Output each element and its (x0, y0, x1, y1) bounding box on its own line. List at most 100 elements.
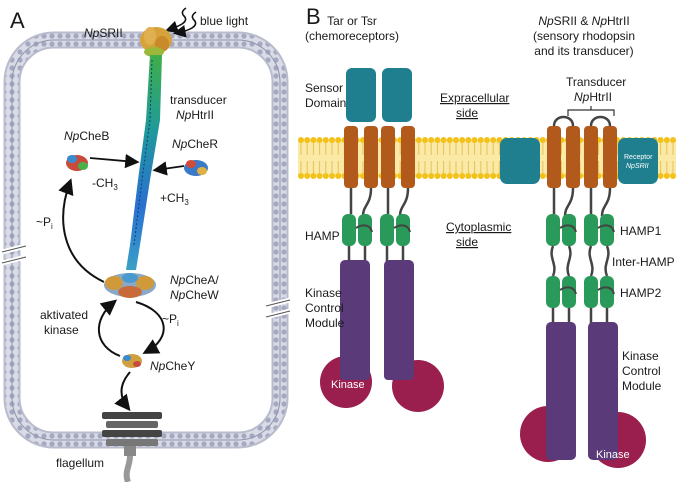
extracellular-label-line1: Expracellular (440, 91, 509, 105)
hamp-label: HAMP (305, 229, 340, 243)
lipid-head (539, 137, 546, 143)
chea-chew-complex-icon (104, 273, 156, 298)
minus-ch3-label: -CH3 (92, 176, 118, 192)
hamp2-domain (600, 276, 614, 308)
np-heading-line3: and its transducer) (534, 44, 633, 58)
pi-left-label: ~Pi (36, 215, 53, 231)
lipid-head (316, 173, 323, 179)
lipid-head (459, 173, 466, 179)
lipid-head (459, 137, 466, 143)
srii-receptor-icon (140, 27, 172, 57)
transducer-b-label: Transducer (566, 75, 626, 89)
kinase-control-module (546, 322, 576, 460)
hamp1-domain (600, 214, 614, 246)
transducer-label-line1: transducer (170, 93, 227, 107)
lipid-head (434, 173, 441, 179)
lipid-head (329, 137, 335, 143)
lipid-head (422, 173, 428, 179)
lipid-head (322, 173, 329, 179)
transducer-b-sublabel: NpHtrII (574, 90, 612, 104)
inter-hamp-label: Inter-HAMP (612, 255, 675, 269)
kinase-control-left-line2: Control (305, 301, 344, 315)
panel-a-letter: A (10, 8, 25, 33)
lipid-head (428, 137, 435, 143)
blue-light-wave-icon (164, 7, 197, 38)
hamp2-label: HAMP2 (620, 286, 662, 300)
cheb-arrow-icon (89, 153, 140, 169)
lipid-head (310, 173, 317, 179)
kinase-control-module (588, 322, 618, 460)
tm-helix (381, 126, 395, 188)
lipid-head (335, 137, 342, 143)
hamp2-domain (562, 276, 576, 308)
lipid-head (304, 137, 311, 143)
transducer-label-line2: NpHtrII (176, 108, 214, 122)
blue-light-label: blue light (200, 14, 249, 28)
tm-helix (566, 126, 580, 188)
sensor-domain-right (382, 68, 412, 122)
lipid-head (484, 173, 490, 179)
hamp1-domain (562, 214, 576, 246)
extracellular-label-line2: side (456, 106, 478, 120)
np-heading-line2: (sensory rhodopsin (533, 29, 635, 43)
panel-a: A blue light NpSRII (1, 7, 291, 482)
hamp1-domain (584, 214, 598, 246)
lipid-head (316, 137, 323, 143)
hamp-domain (380, 214, 394, 246)
lipid-head (490, 173, 497, 179)
lipid-head (477, 137, 484, 143)
flagellar-motor-icon (102, 412, 162, 482)
lipid-head (465, 173, 472, 179)
hamp1-label: HAMP1 (620, 224, 662, 238)
panel-b: B Tar or Tsr (chemoreceptors) NpSRII & N… (298, 4, 676, 468)
sensor-domain-label-line2: Domain (305, 96, 346, 110)
lipid-head (657, 137, 664, 143)
cheb-label: NpCheB (64, 129, 109, 143)
lipid-head (539, 173, 546, 179)
pi-cheb-arrow-icon (58, 178, 105, 283)
panel-b-letter: B (306, 4, 321, 29)
chey-protein-icon (122, 354, 142, 368)
hamp2-domain (546, 276, 560, 308)
chew-label: NpCheW (170, 288, 219, 302)
flagellum-label: flagellum (56, 456, 104, 470)
lipid-head (670, 137, 676, 143)
cytoplasmic-label-line1: Cytoplasmic (446, 220, 511, 234)
lipid-head (428, 173, 435, 179)
lipid-head (434, 137, 441, 143)
lipid-head (440, 137, 447, 143)
kinase-control-right-line2: Control (622, 364, 661, 378)
srii-receptor-right (618, 138, 658, 184)
aktivated-line1: aktivated (40, 308, 88, 322)
cell-membrane (1, 31, 291, 449)
hamp-domain (342, 214, 356, 246)
srii-htrii-complex (500, 106, 658, 468)
lipid-head (415, 137, 422, 143)
tm-helix (547, 126, 561, 188)
lipid-head (415, 173, 422, 179)
tm-helix (584, 126, 598, 188)
hamp-domain (396, 214, 410, 246)
receptor-label-line2: NpSRII (626, 163, 649, 170)
receptor-label-line1: Receptor (624, 154, 653, 161)
cher-label: NpCheR (172, 137, 218, 151)
tar-heading-line1: Tar or Tsr (327, 14, 377, 28)
lipid-head (453, 173, 459, 179)
lipid-head (471, 173, 478, 179)
lipid-head (663, 137, 670, 143)
sensor-domain-label-line1: Sensor (305, 81, 343, 95)
lipid-head (663, 173, 670, 179)
pi-chey-arrow-icon (135, 301, 165, 354)
chey-to-motor-arrow-icon (114, 371, 131, 412)
kinase-control-left-line3: Module (305, 316, 345, 330)
lipid-head (440, 173, 447, 179)
tar-dimer (320, 68, 444, 412)
lipid-head (298, 173, 304, 179)
hamp-domain (358, 214, 372, 246)
plus-ch3-label: +CH3 (160, 191, 189, 207)
kinase-control-left-line1: Kinase (305, 286, 342, 300)
hamp1-domain (546, 214, 560, 246)
lipid-head (490, 137, 497, 143)
lipid-head (422, 137, 428, 143)
